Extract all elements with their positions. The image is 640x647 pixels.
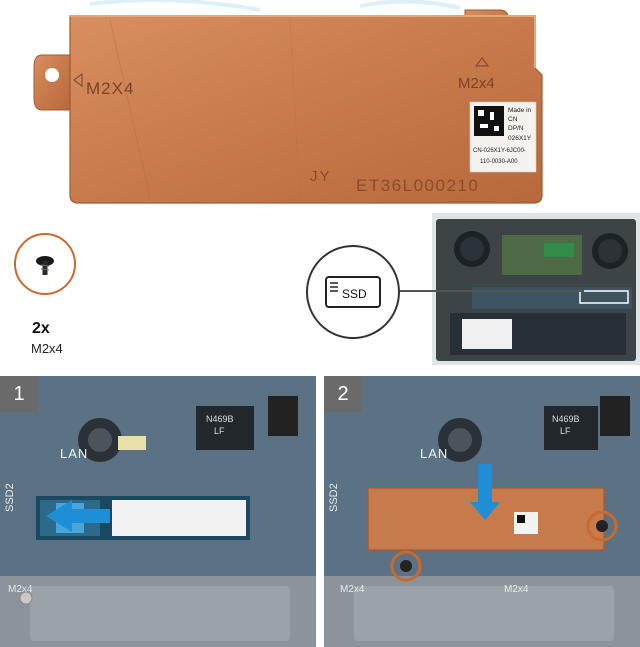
label-part-line1: CN-026X1Y-6JC00- [473,148,526,154]
step-2-slot-label: SSD2 [328,483,340,512]
step-1-chip2-label: LF [214,426,225,436]
shield-code-prefix: JY [310,168,332,185]
label-part-line2: 110-0030-A00 [480,159,518,165]
laptop-overview [432,213,640,365]
shield-marking-right: M2x4 [458,75,495,92]
callout-leader-line [398,290,584,292]
step-1-board [0,376,316,647]
screw-icon [36,256,54,275]
step-1-lan-label: LAN [60,446,89,461]
step-1-slot-label: SSD2 [4,483,16,512]
step-1-badge: 1 [0,376,38,412]
label-dpn-value: 026X1Y [508,135,532,142]
step-2-badge: 2 [324,376,362,412]
step-2-panel: 2 LAN SSD2 M2x4 M2x4 N469B LF [324,376,640,647]
step-2-chip2-label: LF [560,426,571,436]
step-2-lan-label: LAN [420,446,449,461]
label-dpn: DP/N [508,125,524,132]
step-1-panel: 1 LAN SSD2 M2x4 N469B LF [0,376,316,647]
step-2-board [324,376,640,647]
screw-size: M2x4 [31,341,63,356]
label-made-in: Made in [508,107,532,114]
step-1-chip-label: N469B [206,414,234,424]
ssd-callout-circle: SSD [306,245,400,339]
ssd-thermal-shield: M2X4 M2x4 JY ET36L000210 Made in CN DP/N… [33,0,543,204]
ssd-callout-label: SSD [342,287,367,301]
screw-count: 2x [32,320,50,337]
step-1-screw-mark: M2x4 [8,584,33,595]
shield-serial: ET36L000210 [356,176,479,195]
shield-marking-left: M2X4 [86,79,134,98]
step-2-screw-mark-right: M2x4 [504,584,529,595]
label-country: CN [508,116,518,123]
ssd-icon: SSD [325,276,381,308]
step-2-chip-label: N469B [552,414,580,424]
screw-callout [14,233,76,295]
step-2-screw-mark-left: M2x4 [340,584,365,595]
